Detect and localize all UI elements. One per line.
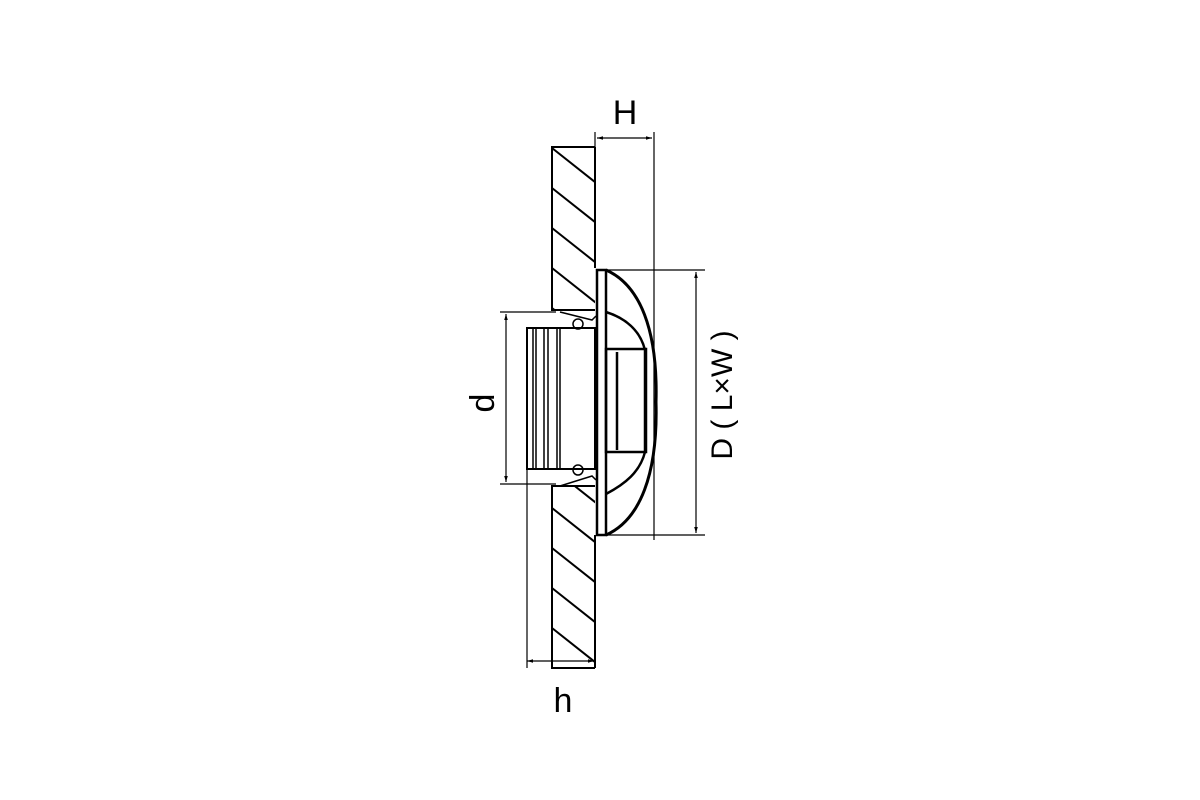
inner-lens (604, 347, 648, 454)
label-H: H (613, 94, 638, 132)
dimension-lines (500, 132, 705, 668)
flange-plate (595, 268, 608, 537)
dome-outer (605, 268, 658, 537)
wall-hatch-top (552, 147, 595, 310)
dome-inner (605, 310, 647, 496)
spring-clips (559, 311, 597, 487)
body-ribs (532, 328, 561, 469)
label-h: h (554, 682, 573, 720)
label-d: d (464, 394, 502, 413)
recessed-body (526, 327, 596, 470)
wall-section (551, 146, 596, 669)
wall-hatch-bottom (552, 486, 595, 664)
fixture (526, 268, 658, 537)
label-D-LxW: D ( L×W ) (706, 330, 739, 459)
